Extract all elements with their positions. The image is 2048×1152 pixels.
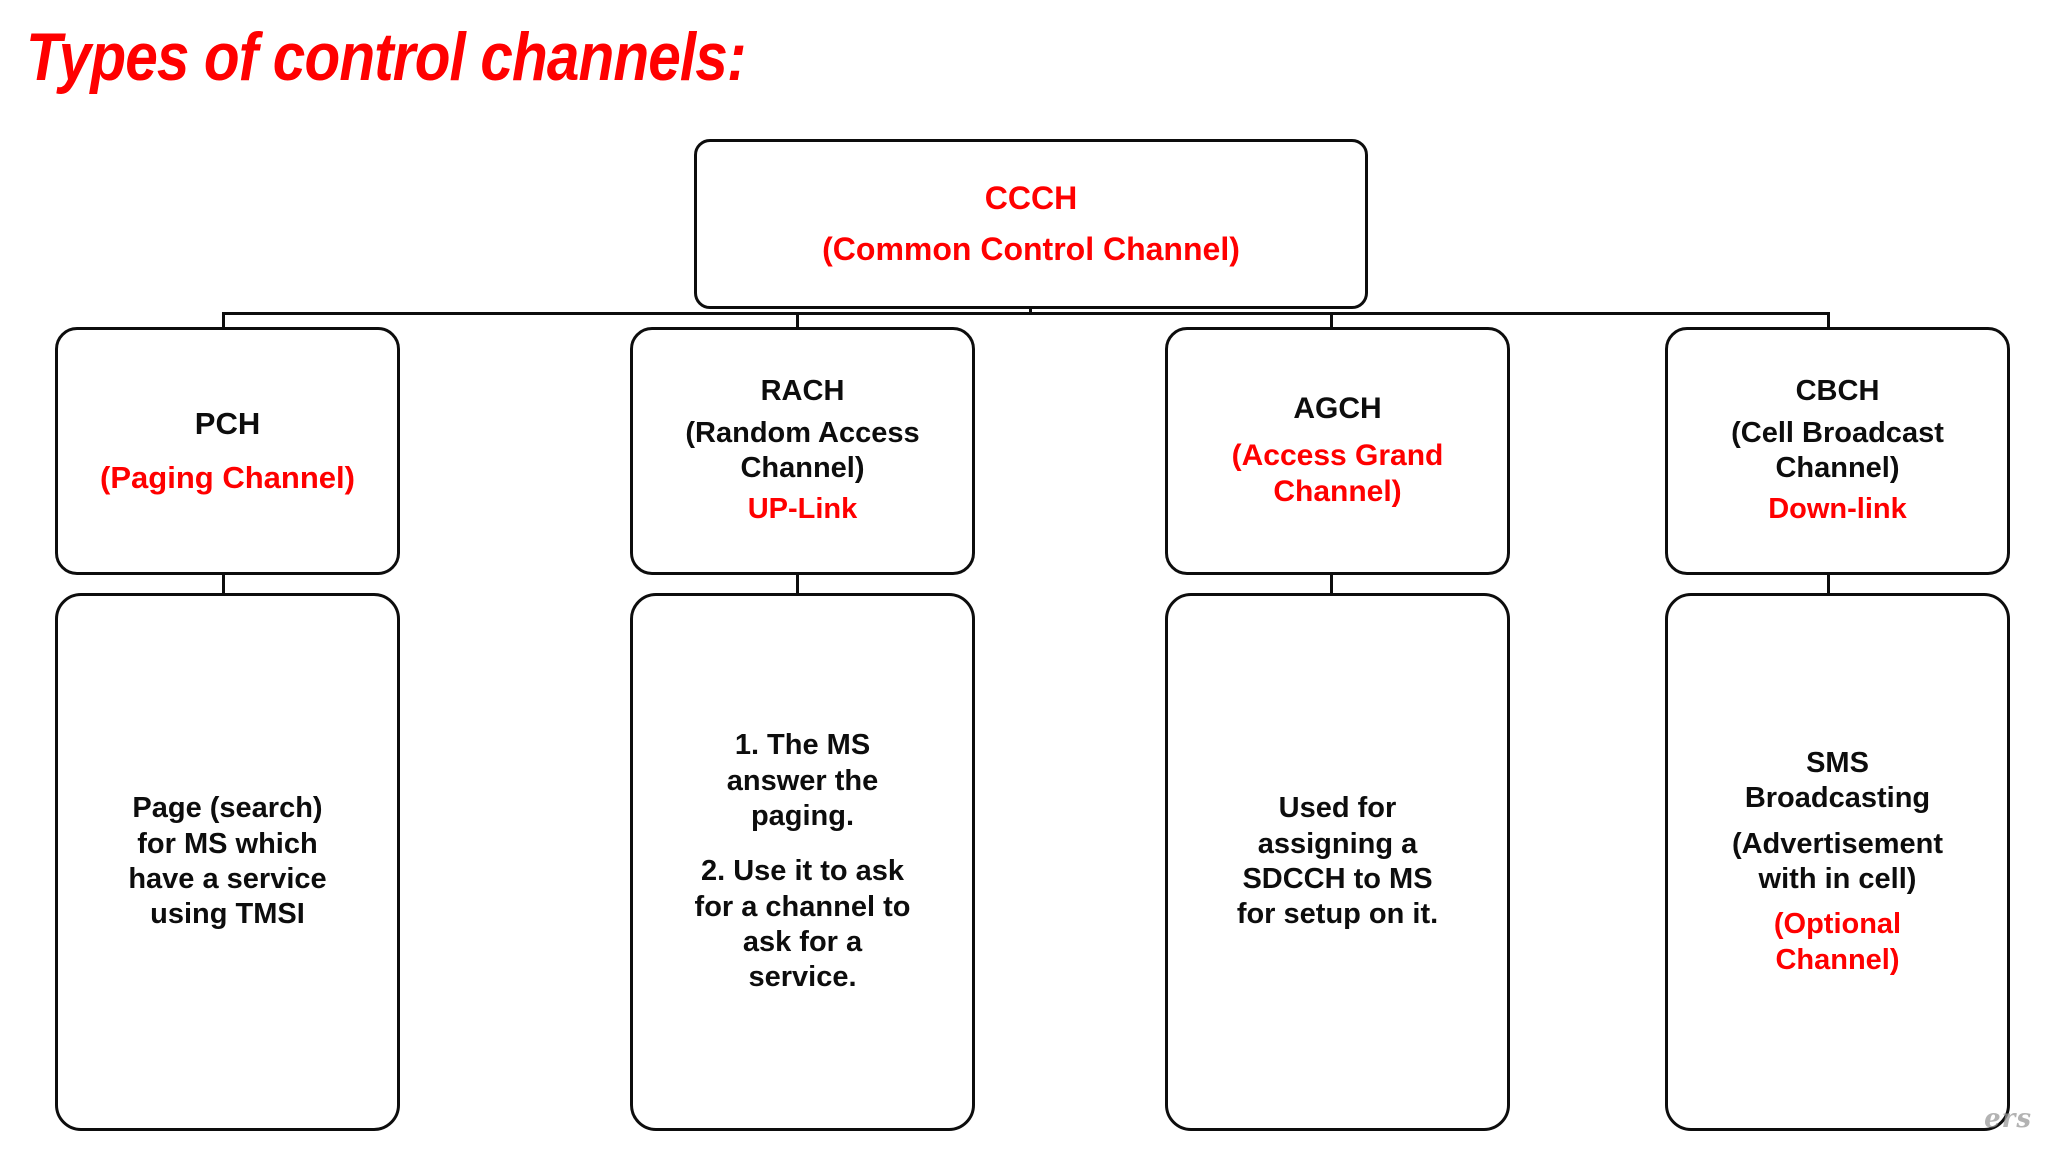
desc-cbch[interactable]: SMS Broadcasting (Advertisement with in …: [1665, 593, 2010, 1131]
desc-cbch-note: (Optional Channel): [1773, 908, 1902, 976]
connector-drop-cbch: [1827, 312, 1830, 329]
node-cbch-direction: Down-link: [1768, 493, 1907, 526]
node-pch[interactable]: PCH (Paging Channel): [55, 327, 400, 575]
connector-pch-to-desc: [222, 575, 225, 595]
node-rach[interactable]: RACH (Random Access Channel) UP-Link: [630, 327, 975, 575]
node-ccch-expansion: (Common Control Channel): [822, 231, 1240, 267]
desc-cbch-text-2: (Advertisement with in cell): [1731, 827, 1944, 895]
node-cbch-expansion: (Cell Broadcast Channel): [1731, 416, 1944, 484]
desc-agch[interactable]: Used for assigning a SDCCH to MS for set…: [1165, 593, 1510, 1131]
connector-drop-pch: [222, 312, 225, 329]
connector-rach-to-desc: [796, 575, 799, 595]
desc-cbch-text-1: SMS Broadcasting: [1744, 746, 1931, 815]
desc-rach-text-2: 2. Use it to ask for a channel to ask fo…: [694, 855, 911, 994]
node-rach-expansion: (Random Access Channel): [685, 416, 920, 484]
watermark: ers: [1984, 1104, 2032, 1134]
desc-agch-text: Used for assigning a SDCCH to MS for set…: [1236, 792, 1439, 931]
desc-rach-text-1: 1. The MS answer the paging.: [726, 729, 879, 832]
desc-pch-text: Page (search) for MS which have a servic…: [128, 792, 327, 931]
desc-pch[interactable]: Page (search) for MS which have a servic…: [55, 593, 400, 1131]
node-cbch-abbr: CBCH: [1795, 375, 1880, 408]
node-ccch[interactable]: CCCH (Common Control Channel): [694, 139, 1368, 309]
node-rach-direction: UP-Link: [747, 493, 858, 526]
connector-agch-to-desc: [1330, 575, 1333, 595]
node-pch-expansion: (Paging Channel): [100, 460, 355, 495]
node-pch-abbr: PCH: [194, 406, 261, 442]
node-agch[interactable]: AGCH (Access Grand Channel): [1165, 327, 1510, 575]
connector-horizontal-bus: [222, 312, 1830, 315]
node-ccch-abbr: CCCH: [984, 179, 1078, 216]
node-rach-abbr: RACH: [760, 375, 845, 408]
connector-drop-agch: [1330, 312, 1333, 329]
desc-rach[interactable]: 1. The MS answer the paging. 2. Use it t…: [630, 593, 975, 1131]
page-title: Types of control channels:: [26, 19, 746, 95]
connector-drop-rach: [796, 312, 799, 329]
node-agch-expansion: (Access Grand Channel): [1231, 438, 1444, 509]
node-cbch[interactable]: CBCH (Cell Broadcast Channel) Down-link: [1665, 327, 2010, 575]
connector-cbch-to-desc: [1827, 575, 1830, 595]
node-agch-abbr: AGCH: [1293, 392, 1382, 426]
